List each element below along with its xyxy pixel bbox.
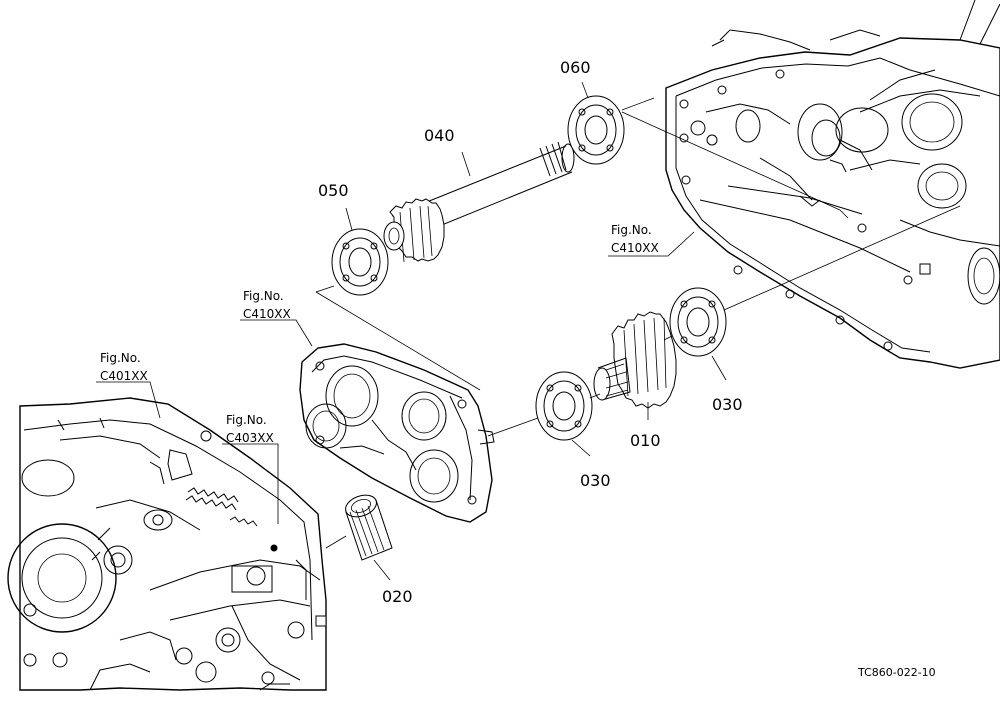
bearing-030-left xyxy=(535,371,593,441)
assembly-lines xyxy=(315,97,961,549)
figref-c410-left-code: C410XX xyxy=(243,307,291,321)
figref-c403-code: C403XX xyxy=(226,431,274,445)
part-label-010: 010 xyxy=(630,431,661,450)
part-label-030-left: 030 xyxy=(580,471,611,490)
case-bolt-holes xyxy=(679,69,913,351)
figref-c410-right-label: Fig.No. xyxy=(611,223,652,237)
collar-020 xyxy=(345,494,393,561)
figref-c401-code: C401XX xyxy=(100,369,148,383)
part-label-020: 020 xyxy=(382,587,413,606)
figref-c401-label: Fig.No. xyxy=(100,351,141,365)
left-transmission-case xyxy=(7,397,327,691)
figref-c410-right-code: C410XX xyxy=(611,241,659,255)
figref-c403-label: Fig.No. xyxy=(226,413,267,427)
gear-on-shaft-040 xyxy=(383,198,445,263)
part-label-050: 050 xyxy=(318,181,349,200)
cover-plate xyxy=(299,343,495,523)
gear-010 xyxy=(593,311,677,409)
right-transmission-case xyxy=(665,0,1000,369)
bearing-060 xyxy=(567,95,625,165)
leader-lines xyxy=(96,81,727,581)
part-label-030-right: 030 xyxy=(712,395,743,414)
bearing-050 xyxy=(331,228,389,296)
bearing-030-right xyxy=(669,287,727,357)
part-label-040: 040 xyxy=(424,126,455,145)
part-label-060: 060 xyxy=(560,58,591,77)
drawing-code: TC860-022-10 xyxy=(857,666,936,679)
figref-c410-left-label: Fig.No. xyxy=(243,289,284,303)
